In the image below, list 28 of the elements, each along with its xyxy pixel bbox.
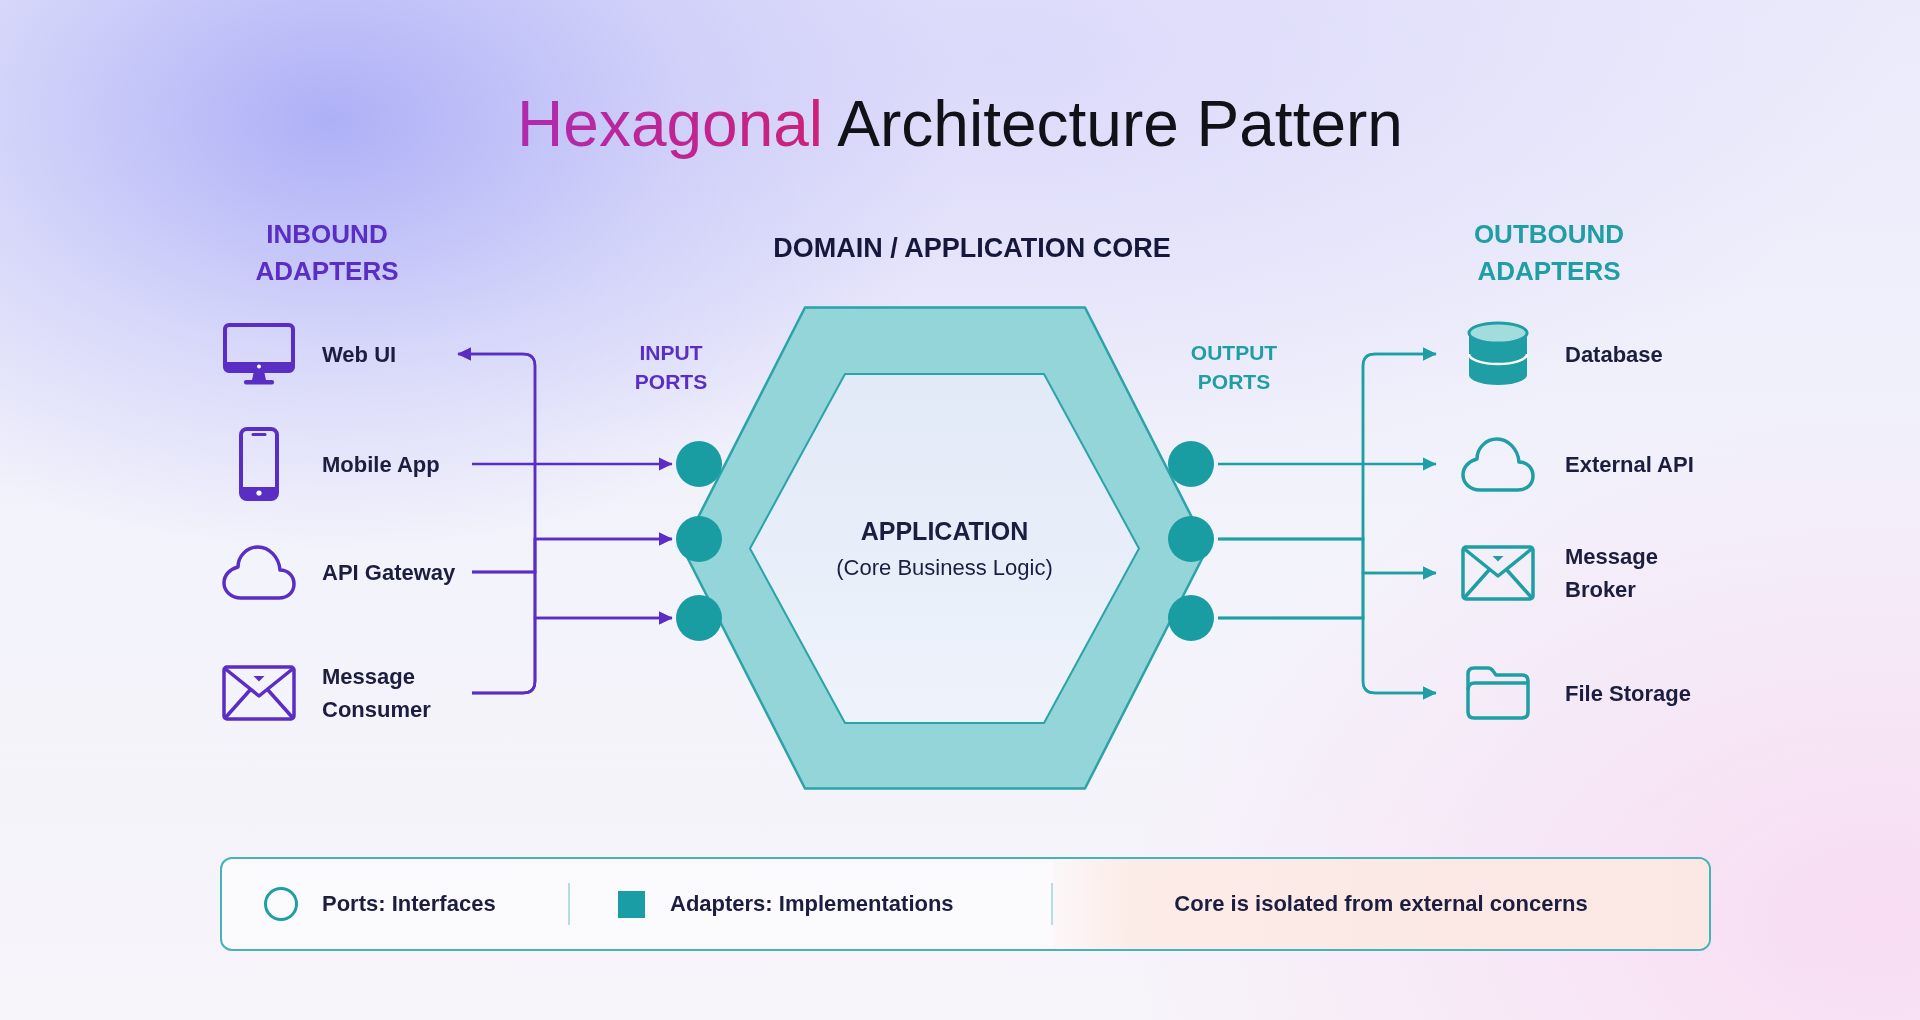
adapter-label: Database: [1565, 340, 1663, 369]
arrow: [472, 611, 673, 695]
arrow: [472, 457, 673, 471]
port-dot-icon: [676, 441, 722, 487]
adapter-label: API Gateway: [322, 558, 456, 587]
port-dot-icon: [676, 595, 722, 641]
section-heading: INBOUND ADAPTERS: [254, 218, 400, 288]
arrow: [1218, 457, 1437, 471]
adapter-label: Web UI: [322, 340, 397, 369]
note-text: Core is isolated from external concerns: [1174, 891, 1588, 917]
adapter-label: External API: [1565, 450, 1694, 479]
legend-text: Adapters: Implementations: [670, 891, 954, 917]
core-heading: DOMAIN / APPLICATION CORE: [773, 232, 1171, 265]
arrow: [1218, 616, 1437, 700]
port-dot-icon: [1168, 595, 1214, 641]
adapter-label: Message Consumer: [322, 663, 432, 724]
core-subtitle: (Core Business Logic): [836, 554, 1053, 582]
port-dot-icon: [676, 516, 722, 562]
adapter-label: Message Broker: [1565, 543, 1659, 604]
port-heading: INPUT PORTS: [633, 340, 709, 395]
port-dot-icon: [1168, 516, 1214, 562]
adapter-label: Mobile App: [322, 450, 440, 479]
legend-text: Ports: Interfaces: [322, 891, 496, 917]
adapter-label: File Storage: [1565, 679, 1691, 708]
port-heading: OUTPUT PORTS: [1189, 340, 1279, 395]
core-title: APPLICATION: [860, 516, 1029, 547]
port-dot-icon: [1168, 441, 1214, 487]
section-heading: OUTBOUND ADAPTERS: [1472, 218, 1626, 288]
